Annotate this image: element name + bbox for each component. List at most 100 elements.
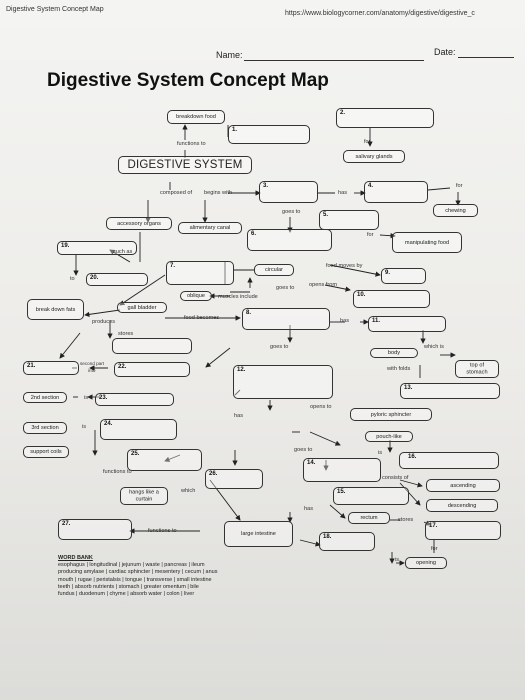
box-accessory-organs: accessory organs bbox=[106, 217, 172, 230]
link-has: has bbox=[234, 413, 244, 419]
blank-box-20[interactable]: 20. bbox=[86, 273, 148, 286]
box-number: 4. bbox=[368, 183, 374, 189]
box-text: ascending bbox=[450, 482, 476, 489]
box-number: 7. bbox=[170, 263, 176, 269]
box-number: 24. bbox=[104, 421, 113, 427]
blank-box-10[interactable]: 10. bbox=[353, 290, 430, 308]
header-doc-title: Digestive System Concept Map bbox=[6, 6, 104, 13]
link-is: is bbox=[82, 424, 87, 430]
box-top-of-stomach: top of stomach bbox=[455, 360, 499, 378]
blank-box-13[interactable]: 13. bbox=[400, 383, 500, 399]
blank-box-27[interactable]: 27. bbox=[58, 519, 132, 540]
link-into: into bbox=[88, 368, 96, 373]
link-goes-to: goes to bbox=[276, 285, 295, 291]
blank-box-16[interactable]: 16. bbox=[399, 452, 499, 469]
box-chewing: chewing bbox=[433, 204, 478, 217]
box-text: top of stomach bbox=[466, 362, 488, 376]
box-number: 6. bbox=[251, 231, 257, 237]
link-such-as: such as bbox=[113, 249, 133, 255]
box-number: 12. bbox=[237, 367, 246, 373]
link-consists-of: consists of bbox=[382, 475, 409, 481]
blank-box-11[interactable]: 11. bbox=[368, 316, 446, 332]
blank-box-26[interactable]: 26. bbox=[205, 469, 263, 489]
link-stores: stores bbox=[118, 331, 134, 337]
box-text: hangs like a curtain bbox=[129, 489, 159, 503]
box-number: 3. bbox=[263, 183, 269, 189]
blank-box-21[interactable]: 21. bbox=[23, 361, 79, 375]
blank-box-5[interactable]: 5. bbox=[319, 210, 379, 230]
link-begins-with: begins with bbox=[204, 190, 232, 196]
box-text: large intestine bbox=[241, 531, 276, 537]
box-text: circular bbox=[264, 267, 284, 273]
date-line[interactable] bbox=[458, 57, 514, 58]
box-number: 19. bbox=[61, 243, 70, 249]
link-functions-to: functions to bbox=[148, 528, 177, 534]
blank-box-24[interactable]: 24. bbox=[100, 419, 177, 440]
blank-box-9[interactable]: 9. bbox=[381, 268, 426, 284]
blank-box-23[interactable]: 23. bbox=[95, 393, 174, 406]
box-text: DIGESTIVE SYSTEM bbox=[127, 159, 243, 171]
blank-box-12[interactable]: 12. bbox=[233, 365, 333, 399]
blank-box-7[interactable]: 7. bbox=[166, 261, 234, 285]
link-has: has bbox=[340, 318, 350, 324]
box-number: 25. bbox=[131, 451, 140, 457]
date-label: Date: bbox=[434, 47, 456, 57]
blank-box-6[interactable]: 6. bbox=[247, 229, 332, 251]
box-text: 3rd section bbox=[31, 425, 59, 431]
box-text: support coils bbox=[30, 449, 62, 455]
link-which: which bbox=[181, 488, 196, 494]
box-3rd-section: 3rd section bbox=[23, 422, 67, 434]
link-for: for bbox=[367, 232, 374, 238]
blank-box-22[interactable]: 22. bbox=[114, 362, 190, 377]
link-food-becomes: food becomes bbox=[184, 315, 220, 321]
box-number: 8. bbox=[246, 310, 252, 316]
word-bank: WORD BANK esophagus | longitudinal | jej… bbox=[58, 555, 217, 598]
box-text: opening bbox=[416, 560, 436, 566]
word-bank-heading: WORD BANK bbox=[58, 555, 93, 561]
link-goes-to: goes to bbox=[282, 209, 301, 215]
blank-box-stored[interactable] bbox=[112, 338, 192, 354]
blank-box-25[interactable]: 25. bbox=[127, 449, 202, 471]
link-stores: stores bbox=[398, 517, 414, 523]
blank-box-1[interactable]: 1. bbox=[228, 125, 310, 144]
link-which-is: which is bbox=[424, 344, 444, 350]
box-text: break down fats bbox=[35, 306, 76, 313]
box-opening: opening bbox=[405, 557, 447, 569]
blank-box-19[interactable]: 19. bbox=[57, 241, 137, 255]
blank-box-14[interactable]: 14. bbox=[303, 458, 381, 482]
link-has: has bbox=[304, 506, 314, 512]
link-for: for bbox=[364, 139, 371, 145]
link-goes-to: goes to bbox=[270, 344, 289, 350]
blank-box-4[interactable]: 4. bbox=[364, 181, 428, 203]
box-text: breakdown food bbox=[176, 114, 216, 120]
box-gall-bladder: gall bladder bbox=[117, 302, 167, 313]
name-line[interactable] bbox=[244, 60, 424, 61]
link-to: to bbox=[70, 276, 75, 282]
box-text: 2nd section bbox=[30, 394, 60, 401]
blank-box-17[interactable]: 17. bbox=[425, 521, 501, 540]
box-text: salivary glands bbox=[355, 153, 393, 160]
box-manipulating-food: manipulating food bbox=[392, 232, 462, 253]
box-number: 5. bbox=[323, 212, 329, 218]
link-goes-to: goes to bbox=[294, 447, 313, 453]
box-break-down-fats: break down fats bbox=[27, 299, 84, 320]
link-is: is bbox=[378, 450, 383, 456]
box-text: pyloric sphincter bbox=[370, 411, 412, 418]
blank-box-2[interactable]: 2. bbox=[336, 108, 434, 128]
box-text: body bbox=[387, 350, 401, 356]
blank-box-3[interactable]: 3. bbox=[259, 181, 318, 203]
link-functions-to: functions to bbox=[177, 141, 206, 147]
name-label: Name: bbox=[216, 50, 243, 60]
blank-box-15[interactable]: 15. bbox=[333, 487, 409, 505]
box-number: 13. bbox=[404, 385, 413, 391]
box-text: manipulating food bbox=[404, 239, 450, 246]
link-opens-from: opens from bbox=[309, 282, 337, 288]
header-url: https://www.biologycorner.com/anatomy/di… bbox=[285, 10, 475, 17]
blank-box-8[interactable]: 8. bbox=[242, 308, 330, 330]
box-number: 18. bbox=[323, 534, 332, 540]
box-number: 16. bbox=[408, 454, 417, 460]
box-text: pouch-like bbox=[376, 433, 402, 440]
box-number: 20. bbox=[90, 275, 99, 281]
box-number: 10. bbox=[357, 292, 366, 298]
blank-box-18[interactable]: 18. bbox=[319, 532, 375, 551]
